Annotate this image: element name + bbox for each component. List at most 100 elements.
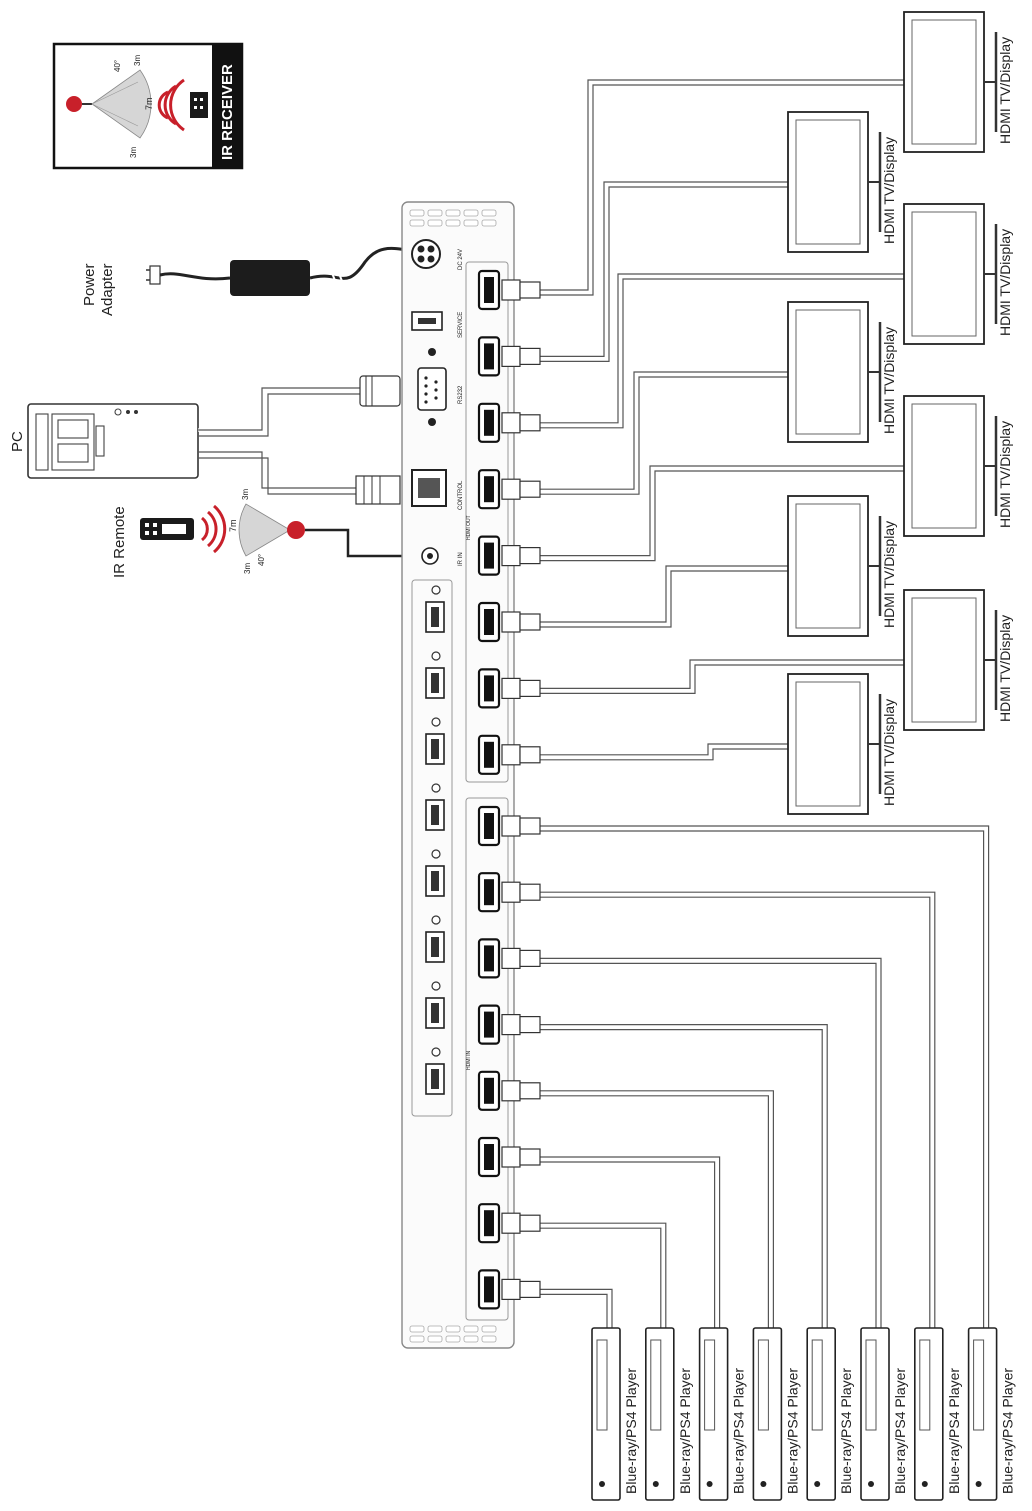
control-port-icon [411, 469, 447, 507]
player-3: Blue-ray/PS4 Player [698, 1327, 747, 1501]
hdmi-in-port-3-plug [501, 947, 521, 970]
hdmi-in-port-7 [477, 1203, 541, 1244]
display-back-2-label: HDMI TV/Display [997, 229, 1013, 336]
usb-port-1-tongue [431, 607, 439, 627]
rs232-port-icon [417, 367, 447, 411]
player-6-disc-slot [865, 1339, 877, 1431]
ir-remote-angle: 40° [257, 554, 266, 566]
ir-remote-dist-3m-bottom: 3m [243, 563, 252, 574]
hdmi-in-port-7-plug [501, 1212, 521, 1234]
player-3-power-led [706, 1481, 713, 1487]
hdmi-in-port-4 [477, 1004, 541, 1045]
input-cable-edge-1 [540, 830, 985, 1328]
display-front-1-screen [795, 119, 861, 245]
input-cable-6 [540, 1156, 721, 1328]
usb-led-4 [431, 783, 441, 793]
hdmi-in-port-7-plug-body [519, 1214, 541, 1232]
ir-receiver-title: IR RECEIVER [219, 64, 236, 160]
hdmi-in-port-1-plug-body [519, 817, 541, 835]
output-cable-edge-2 [540, 186, 788, 362]
output-cable-edge-4 [540, 376, 788, 495]
rs232-plug-icon [359, 375, 401, 407]
player-8: Blue-ray/PS4 Player [967, 1327, 1016, 1501]
control-label: CONTROL [458, 480, 464, 510]
ir-receiver-inset: IR RECEIVER 40° 7m 3m 3m [52, 42, 244, 170]
rs232-label: RS232 [458, 385, 464, 404]
ir-receiver-dist-3m-top: 3m [133, 55, 142, 66]
output-cable-edge-6 [540, 570, 788, 628]
player-5: Blue-ray/PS4 Player [806, 1327, 854, 1501]
hdmi-in-port-8-plug [501, 1278, 521, 1301]
hdmi-out-port-6 [477, 601, 541, 643]
ir-remote-dist-7m: 7m [228, 519, 238, 532]
input-cable-2 [540, 891, 936, 1328]
ir-receiver-sensor-icon [66, 96, 82, 112]
hdmi-in-port-6 [477, 1136, 541, 1178]
hdmi-in-port-1 [477, 805, 541, 847]
hdmi-in-port-2-plug [501, 881, 521, 903]
power-adapter-label-line1: Power [81, 263, 98, 306]
player-7-label: Blue-ray/PS4 Player [946, 1368, 962, 1494]
hdmi-out-port-3-plug [501, 412, 521, 434]
player-1-power-led [599, 1481, 605, 1487]
player-8-power-led [975, 1481, 982, 1487]
display-back-3-screen [911, 403, 977, 529]
hdmi-out-port-5 [477, 535, 541, 576]
display-front-3-label: HDMI TV/Display [881, 521, 897, 628]
player-2-disc-slot [650, 1339, 662, 1431]
player-1: Blue-ray/PS4 Player [591, 1327, 639, 1501]
player-7-power-led [921, 1481, 928, 1487]
input-cable-edge-2 [540, 896, 931, 1328]
player-4-label: Blue-ray/PS4 Player [784, 1368, 800, 1494]
player-4-power-led [760, 1481, 767, 1487]
pc-label: PC [9, 431, 26, 452]
hdmi-out-port-8-socket [484, 741, 494, 768]
player-8-label: Blue-ray/PS4 Player [1000, 1368, 1016, 1494]
hdmi-in-bank [465, 797, 509, 1321]
usb-port-5-tongue [431, 871, 439, 891]
output-cable-edge-5 [540, 470, 904, 562]
ir-remote: IR Remote 7m 3m 3m 40° [111, 489, 418, 578]
player-6: Blue-ray/PS4 Player [860, 1327, 908, 1501]
output-cable-6 [540, 565, 788, 623]
hdmi-out-port-6-plug [501, 611, 521, 633]
display-front-2: HDMI TV/Display [787, 301, 897, 443]
output-cable-4 [540, 371, 788, 490]
input-cable-edge-8 [540, 1293, 608, 1328]
bottom-vents [409, 1325, 497, 1343]
hdmi-in-port-1-socket [484, 813, 494, 839]
input-cable-edge-3 [540, 962, 877, 1328]
display-front-1-label: HDMI TV/Display [881, 137, 897, 244]
matrix-device: DC 24V SERVICE RS232 CONTROL IR IN HDMI … [401, 201, 515, 1349]
ir-remote-dist-3m-top: 3m [241, 489, 250, 500]
display-back-4-screen [911, 597, 977, 723]
input-cable-4 [540, 1023, 828, 1328]
input-cable-halo-1 [540, 824, 991, 1328]
output-cable-halo-4 [540, 370, 788, 491]
usb-port-group [425, 585, 445, 1095]
power-adapter: Power Adapter [81, 246, 409, 316]
ir-eye-angle-icon [238, 503, 291, 557]
hdmi-out-port-5-plug-body [519, 546, 541, 565]
hdmi-in-port-6-socket [484, 1144, 494, 1170]
player-8-disc-slot [973, 1339, 985, 1431]
input-cable-halo-7 [540, 1221, 668, 1328]
hdmi-in-port-4-socket [484, 1011, 494, 1038]
display-front-3-screen [795, 503, 861, 629]
hdmi-in-port-4-plug [501, 1013, 521, 1036]
hdmi-in-bank-label: HDMI IN [466, 1050, 472, 1070]
player-5-label: Blue-ray/PS4 Player [838, 1368, 854, 1494]
hdmi-out-port-8-plug [501, 744, 521, 766]
usb-led-2 [431, 651, 441, 661]
usb-led-1 [431, 585, 441, 595]
ir-in-label: IR IN [458, 552, 464, 566]
hdmi-out-port-3-socket [484, 409, 494, 436]
usb-port-bank [411, 579, 453, 1117]
hdmi-in-port-6-plug-body [519, 1148, 541, 1166]
power-plug-icon [149, 265, 161, 285]
input-cable-halo-8 [540, 1287, 614, 1328]
usb-led-6 [431, 915, 441, 925]
input-cable-edge-4 [540, 1029, 823, 1328]
